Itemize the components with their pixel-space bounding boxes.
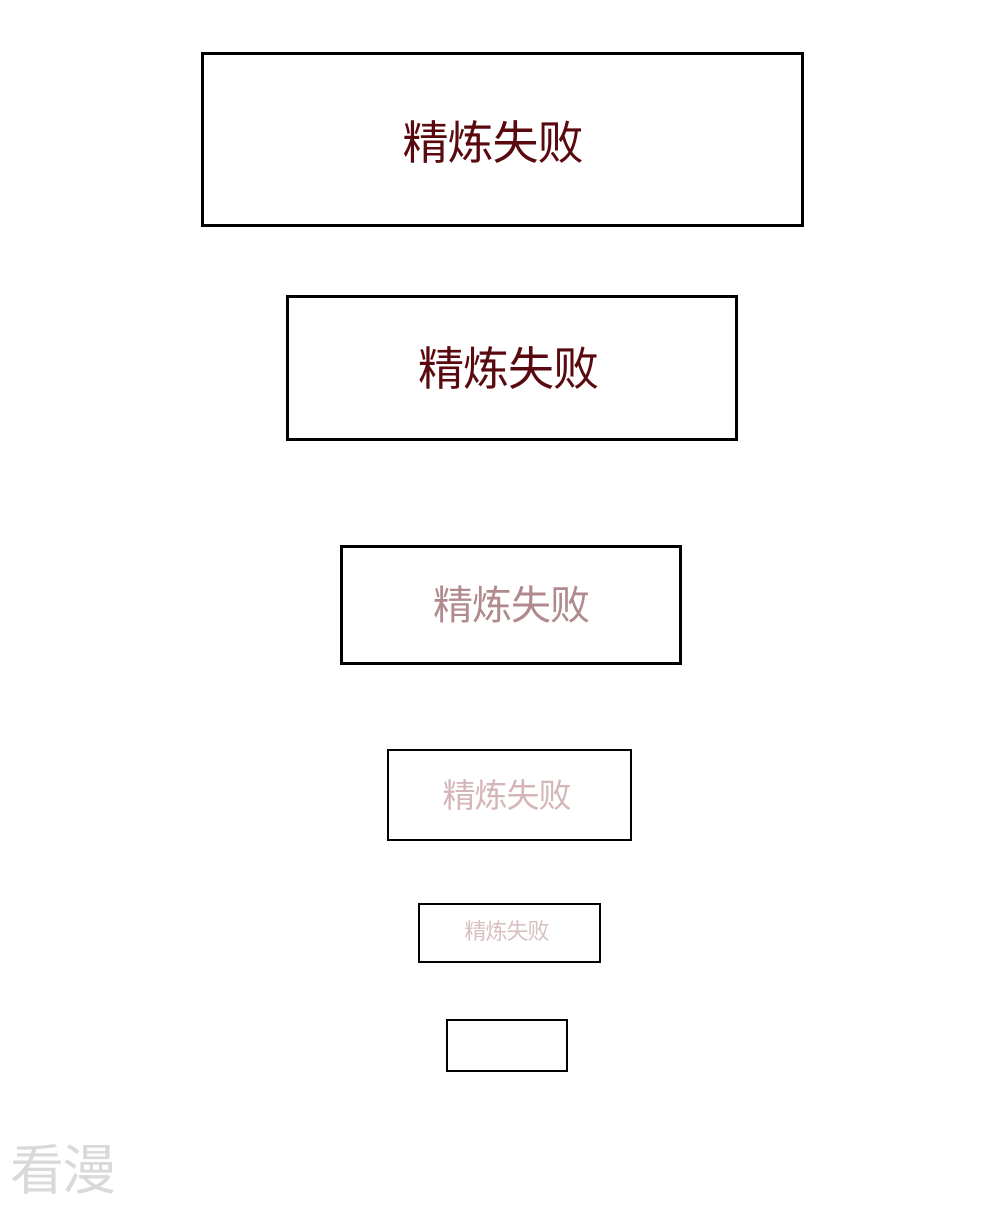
- empty-panel: [446, 1019, 568, 1072]
- refine-failed-text-4: 精炼失败: [442, 775, 572, 815]
- text-panel-1: 精炼失败: [201, 52, 804, 227]
- refine-failed-text-1: 精炼失败: [402, 115, 584, 170]
- text-panel-4: 精炼失败: [387, 749, 632, 841]
- refine-failed-text-3: 精炼失败: [433, 582, 590, 629]
- text-panel-3: 精炼失败: [340, 545, 682, 665]
- text-panel-2: 精炼失败: [286, 295, 738, 441]
- watermark-text: 看漫: [10, 1139, 116, 1202]
- refine-failed-text-5: 精炼失败: [464, 919, 549, 945]
- text-panel-5: 精炼失败: [418, 903, 601, 963]
- refine-failed-text-2: 精炼失败: [418, 342, 599, 396]
